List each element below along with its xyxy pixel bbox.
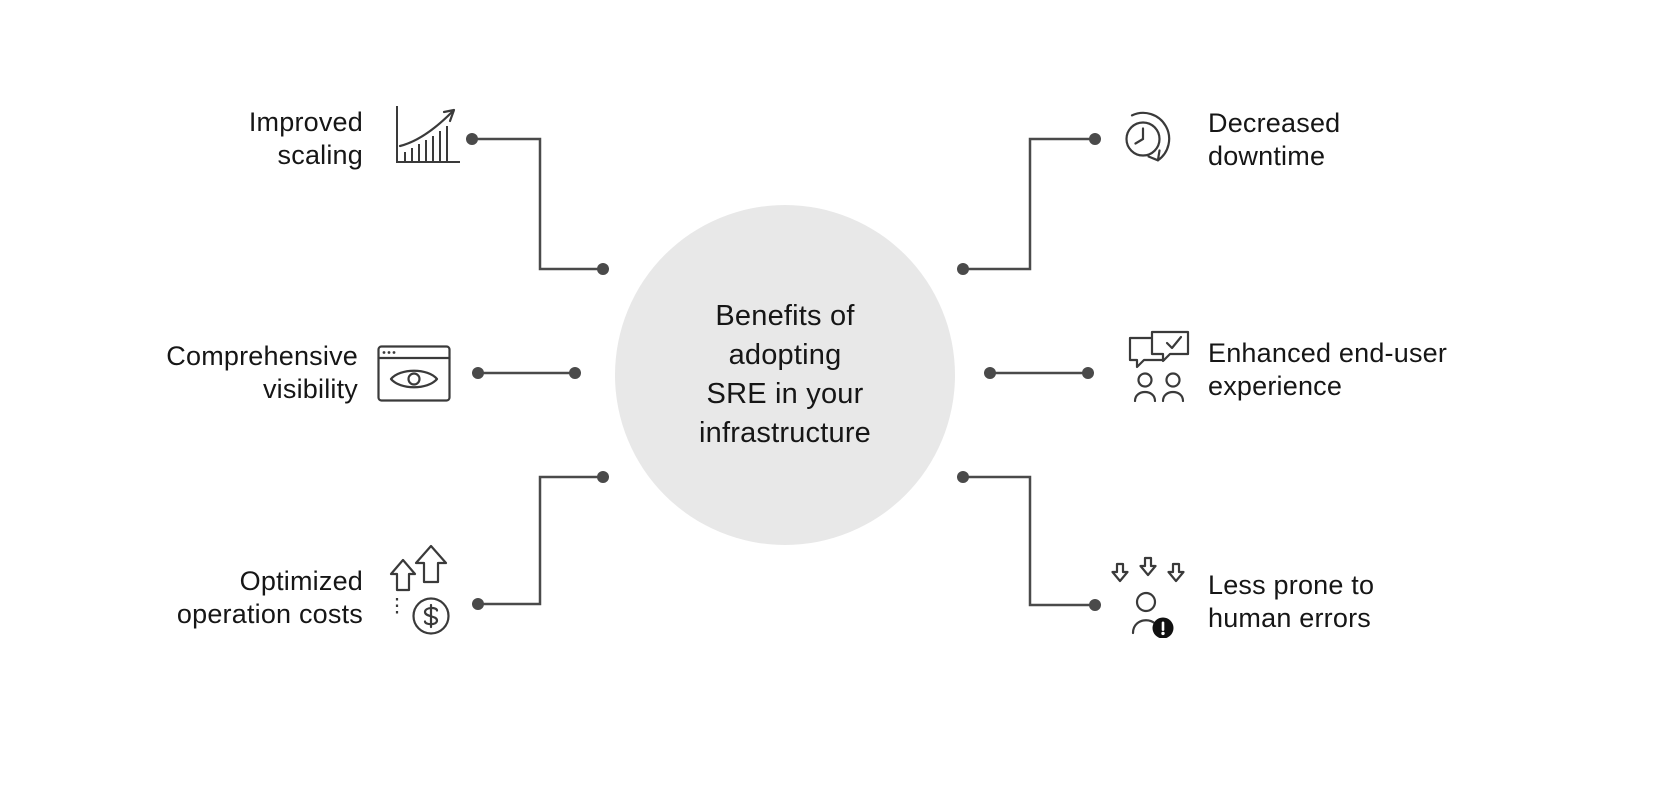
connector-improved-scaling — [466, 133, 609, 275]
connector-optimized-costs — [472, 471, 609, 610]
connector-human-errors — [957, 471, 1101, 611]
diagram-title: Benefits of adopting SRE in your infrast… — [698, 300, 872, 449]
benefit-label-improved-scaling: Improved scaling — [248, 107, 363, 171]
benefit-label-optimized-costs: Optimized operation costs — [176, 566, 363, 630]
connector-comprehensive-visibility — [472, 367, 581, 379]
clock-history-icon — [1110, 104, 1180, 172]
center-circle: Benefits of adopting SRE in your infrast… — [615, 205, 955, 545]
browser-visibility-icon — [377, 345, 451, 402]
chat-users-icon — [1118, 330, 1192, 402]
benefit-label-human-errors: Less prone to human errors — [1208, 570, 1375, 634]
connector-decreased-downtime — [957, 133, 1101, 275]
connector-enhanced-experience — [984, 367, 1094, 379]
person-error-icon — [1108, 556, 1188, 638]
benefit-label-comprehensive-visibility: Comprehensive visibility — [166, 341, 358, 405]
benefit-label-enhanced-experience: Enhanced end-user experience — [1208, 338, 1448, 402]
growth-chart-icon — [388, 102, 466, 170]
benefit-label-decreased-downtime: Decreased downtime — [1208, 108, 1341, 172]
cost-dollar-arrows-icon — [388, 544, 462, 636]
